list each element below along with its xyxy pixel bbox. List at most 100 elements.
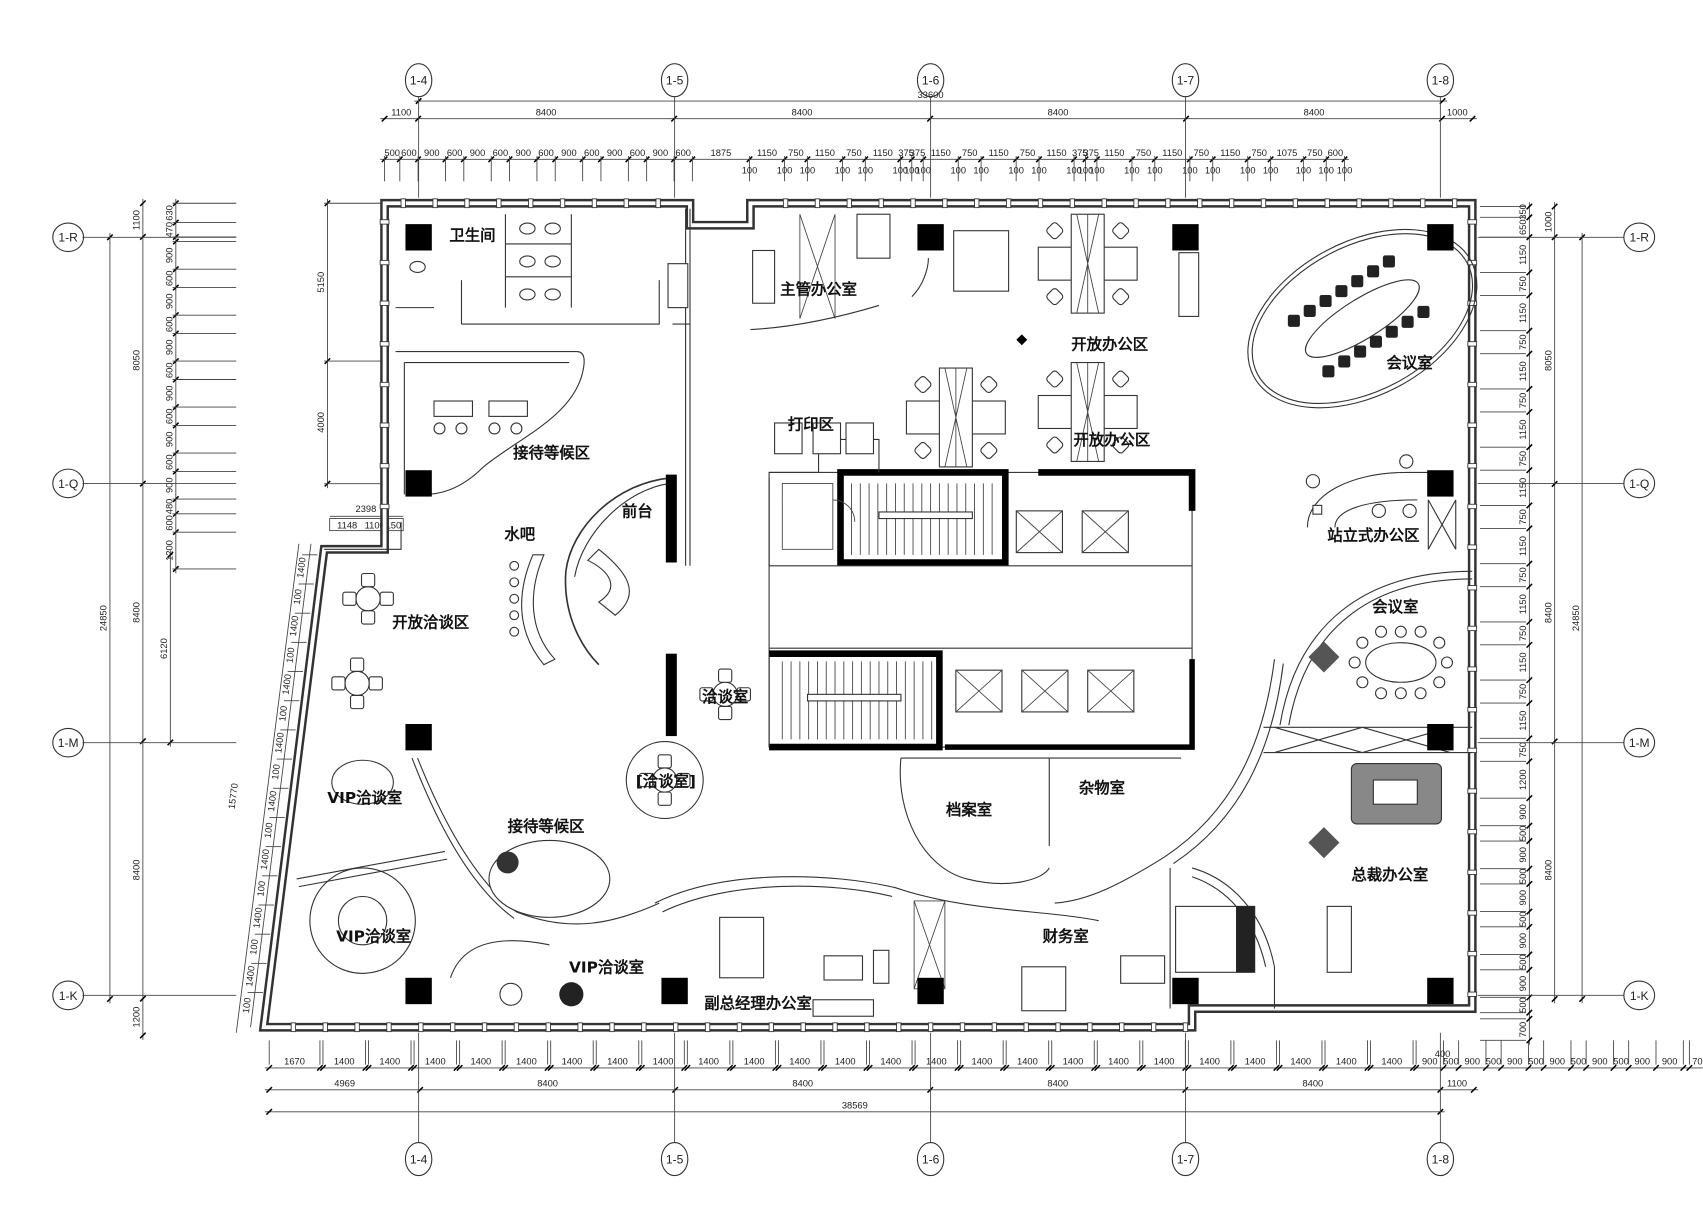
dimension-tick bbox=[547, 1064, 554, 1072]
chair bbox=[1414, 687, 1427, 700]
dimension-label: 1150 bbox=[1518, 303, 1528, 323]
dimension-tick bbox=[908, 1064, 916, 1072]
window-mullion bbox=[481, 1022, 488, 1033]
dimension-label: 1400 bbox=[1199, 1057, 1220, 1067]
dimension-tick bbox=[1526, 385, 1533, 393]
office-chair bbox=[1046, 288, 1064, 306]
dimension-tick bbox=[265, 1108, 273, 1116]
conference-chair bbox=[1335, 285, 1348, 298]
dimension-label: 600 bbox=[584, 148, 600, 158]
dimension-tick bbox=[1230, 1064, 1238, 1072]
cabinet bbox=[799, 214, 836, 319]
dimension-tick bbox=[1526, 1036, 1533, 1044]
window-mullion bbox=[386, 1022, 392, 1033]
post-dimension-label: 100 bbox=[1240, 166, 1256, 176]
dimension-label: 900 bbox=[165, 477, 175, 493]
vip-sofa bbox=[331, 759, 394, 805]
window-mullion bbox=[528, 198, 534, 209]
room-label-open-office-2: 开放办公区 bbox=[1073, 430, 1150, 449]
dimension-label: 750 bbox=[1518, 509, 1528, 525]
window-mullion bbox=[379, 341, 390, 347]
dimension-label: 1200 bbox=[1518, 769, 1528, 790]
dimension-tick bbox=[671, 1086, 679, 1094]
dimension-label: 500 bbox=[1518, 954, 1528, 970]
dimension-label: 750 bbox=[1136, 148, 1152, 158]
waiting-rug bbox=[488, 839, 611, 918]
dimension-label: 8400 bbox=[1304, 107, 1325, 117]
post-dimension-label: 100 bbox=[1078, 166, 1094, 176]
dimension-tick bbox=[139, 1032, 147, 1039]
dimension-tick bbox=[1526, 618, 1533, 626]
dimension-label: 1400 bbox=[880, 1057, 901, 1067]
step-dimension-label: 150 bbox=[386, 520, 402, 530]
grid-bubble bbox=[660, 1142, 689, 1177]
dimension-tick bbox=[362, 1064, 369, 1072]
dimension-tick bbox=[1610, 1064, 1617, 1072]
post-dimension-label: 100 bbox=[1031, 166, 1047, 176]
coffee-table bbox=[1372, 779, 1418, 805]
dimension-tick bbox=[1185, 1064, 1192, 1072]
office-chair bbox=[980, 376, 998, 394]
round-table bbox=[344, 670, 370, 696]
window-mullion bbox=[464, 198, 470, 209]
dimension-label: 600 bbox=[675, 148, 691, 158]
dimension-tick bbox=[1276, 1064, 1283, 1072]
slanted-dimension-label: 1400 bbox=[259, 849, 271, 871]
dimension-tick bbox=[167, 551, 174, 559]
slanted-dimension-label: 100 bbox=[255, 880, 267, 897]
window-mullion bbox=[1260, 198, 1267, 209]
dimension-label: 750 bbox=[1518, 684, 1528, 700]
dimension-tick bbox=[1045, 1064, 1052, 1072]
window-mullion bbox=[379, 300, 390, 306]
manager-desk bbox=[719, 916, 765, 979]
window-mullion bbox=[1023, 1022, 1029, 1033]
window-mullion bbox=[379, 503, 390, 510]
window-mullion bbox=[400, 198, 406, 209]
dimension-label: 5150 bbox=[316, 272, 326, 293]
window-mullion bbox=[1467, 585, 1478, 591]
dimension-tick bbox=[1525, 1064, 1532, 1072]
dimension-label: 1400 bbox=[789, 1057, 810, 1067]
dimension-label: 1100 bbox=[391, 107, 411, 117]
dimension-label: 500 bbox=[1571, 1057, 1587, 1067]
chair bbox=[676, 772, 691, 788]
dimension-label: 1150 bbox=[1104, 148, 1124, 158]
dimension-label: 1100 bbox=[132, 210, 142, 230]
structural-columns bbox=[405, 224, 1454, 1005]
chair bbox=[1440, 656, 1454, 669]
room-label-meeting-room: 会议室 bbox=[1387, 353, 1433, 372]
grid-bubble bbox=[1623, 468, 1656, 499]
window-mullion bbox=[1182, 1022, 1189, 1033]
dimension-tick bbox=[544, 1064, 551, 1072]
dimension-label: 750 bbox=[1518, 567, 1528, 583]
room-label-reception-waiting-2: 接待等候区 bbox=[508, 817, 585, 836]
grid-bubble bbox=[916, 1142, 945, 1177]
chair bbox=[1356, 676, 1369, 689]
structural-column bbox=[405, 224, 432, 251]
stool bbox=[488, 422, 501, 435]
dimension-tick bbox=[957, 1064, 964, 1072]
dimension-tick bbox=[1470, 1086, 1478, 1094]
dimension-tick bbox=[1321, 1064, 1329, 1072]
structural-column bbox=[1427, 224, 1454, 251]
grid-bubble bbox=[1426, 63, 1455, 98]
dimension-tick bbox=[1526, 560, 1533, 567]
dimension-label: 1200 bbox=[165, 540, 175, 561]
dimension-label: 375 bbox=[910, 148, 926, 158]
dimension-tick bbox=[1455, 1064, 1462, 1072]
grid-column-label: 1-8 bbox=[1432, 74, 1450, 88]
dimension-label: 8050 bbox=[1543, 350, 1553, 371]
toilet bbox=[544, 255, 561, 268]
dimension-tick bbox=[265, 1064, 273, 1072]
post-dimension-label: 100 bbox=[915, 166, 931, 176]
coffee-table bbox=[823, 955, 864, 981]
dimension-label: 8400 bbox=[1048, 107, 1069, 117]
room-label-finance: 财务室 bbox=[1043, 927, 1089, 946]
dimension-tick bbox=[1625, 1064, 1632, 1072]
dimension-tick bbox=[1526, 641, 1533, 649]
stool bbox=[433, 422, 446, 435]
dimension-label: 375 bbox=[898, 148, 914, 158]
structural-column bbox=[1427, 724, 1454, 751]
window-mullion bbox=[655, 198, 661, 209]
dimension-label: 8400 bbox=[1543, 602, 1553, 623]
